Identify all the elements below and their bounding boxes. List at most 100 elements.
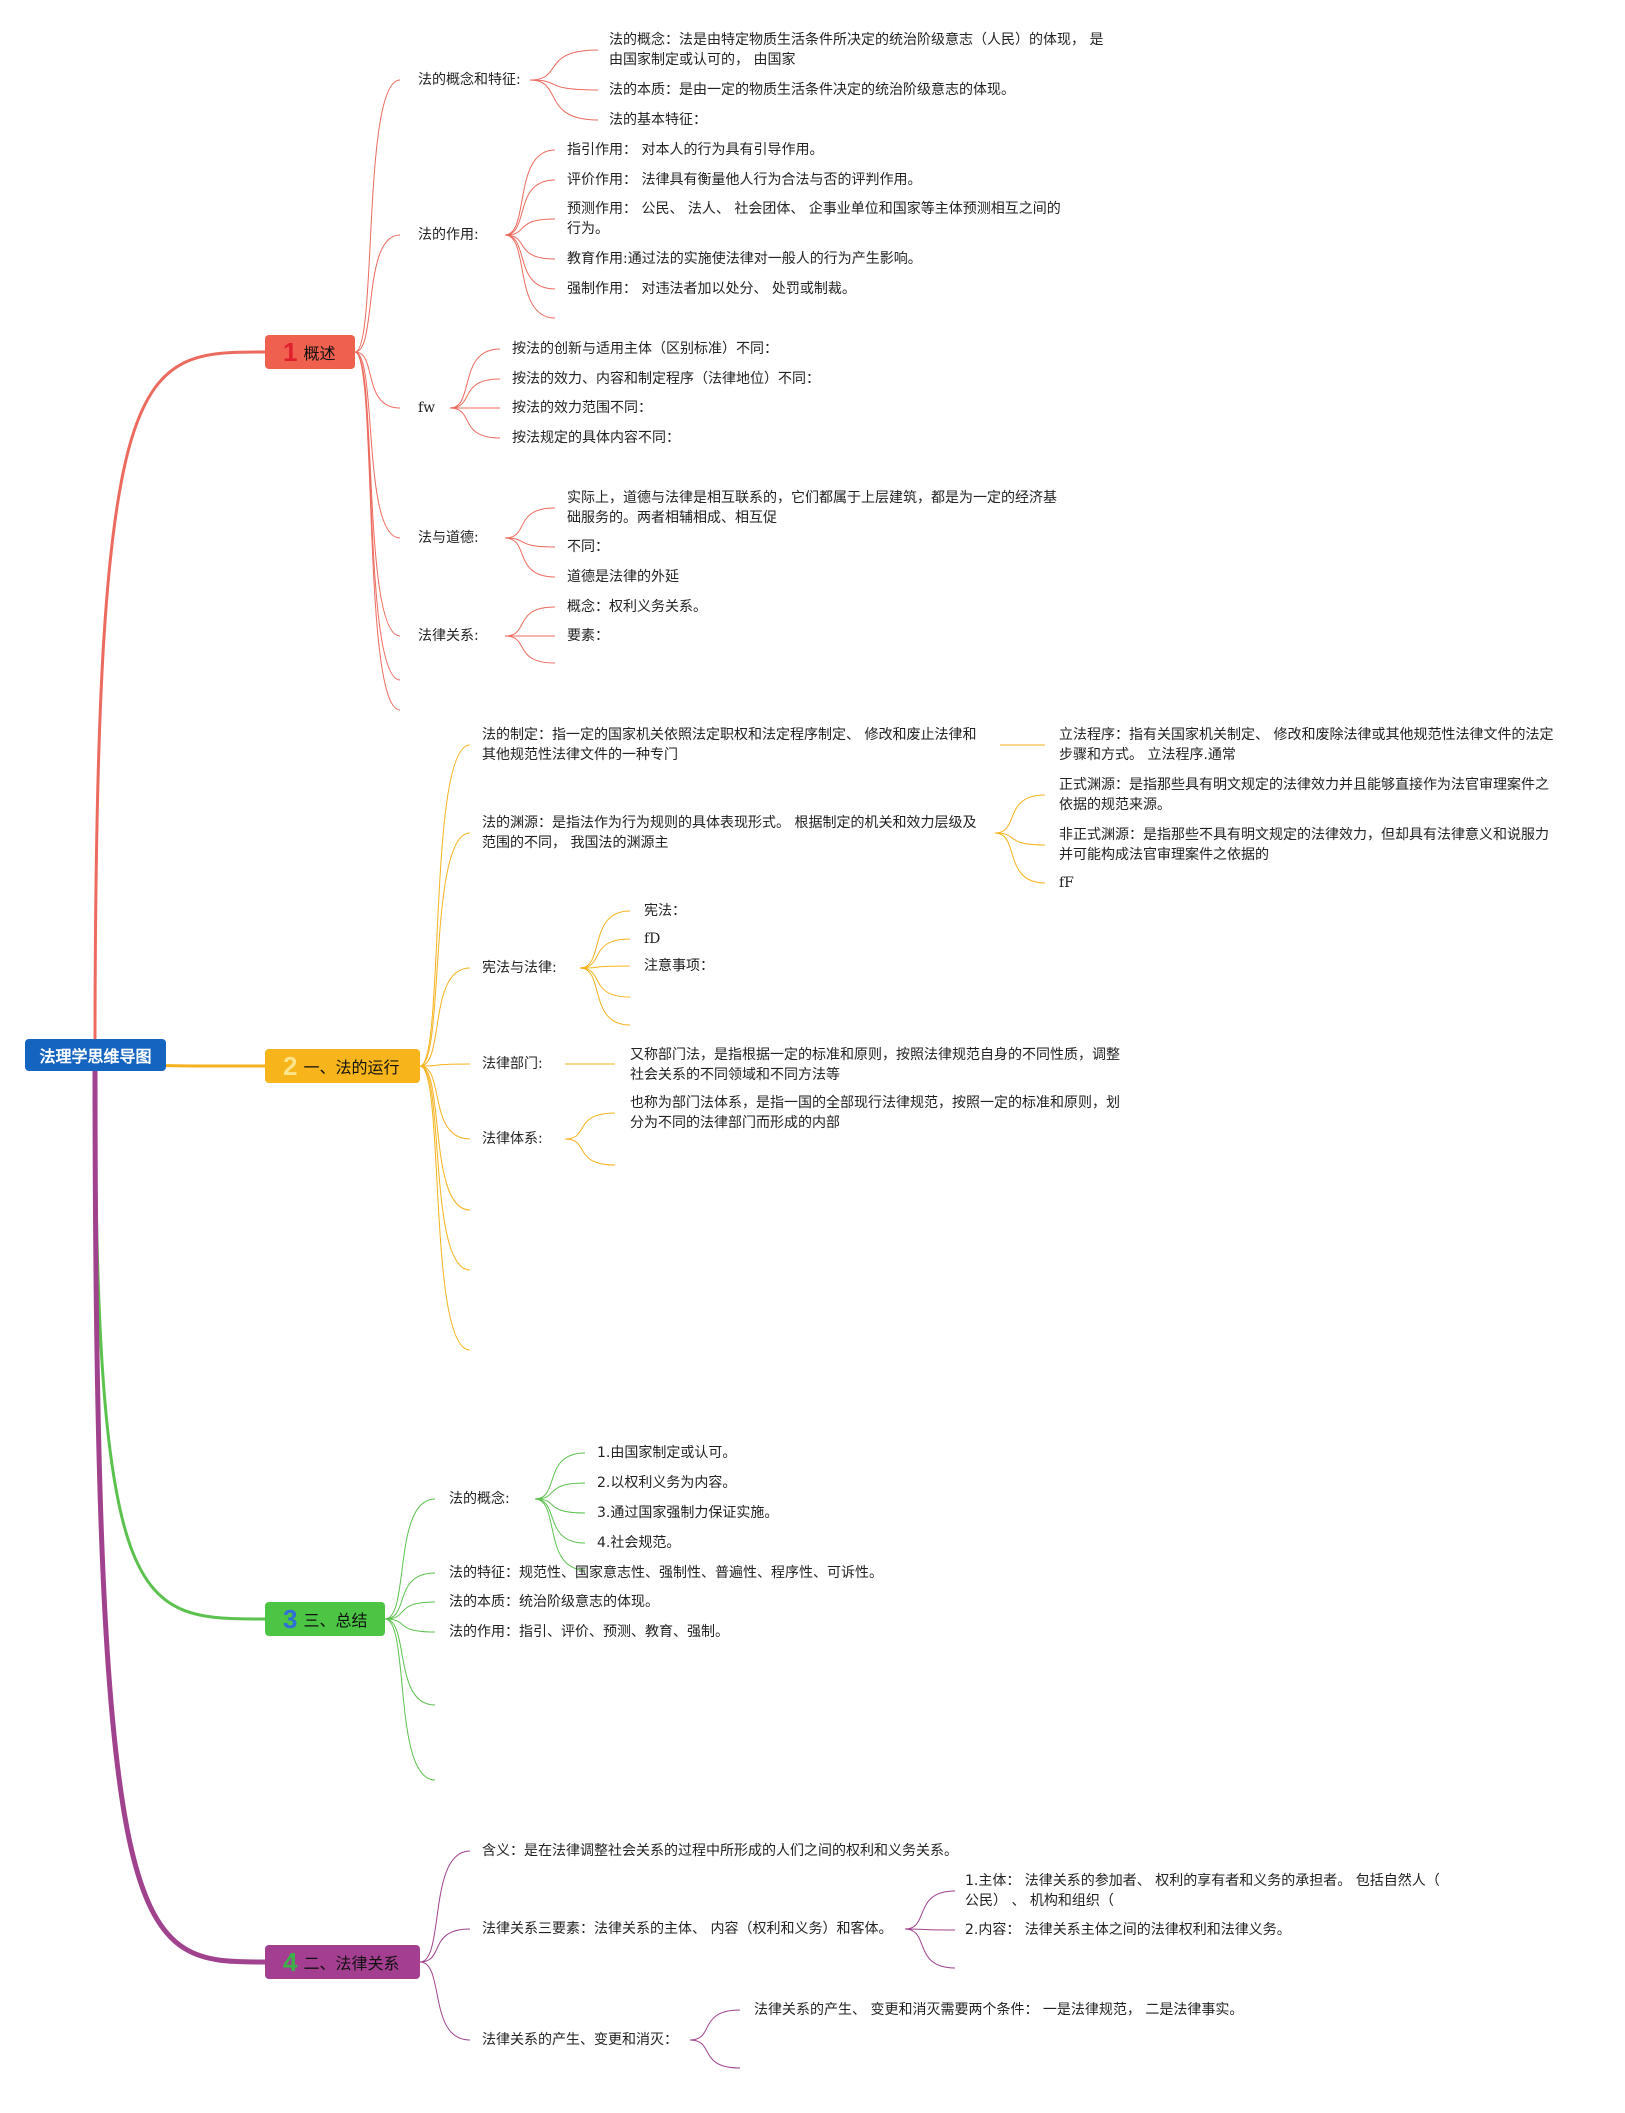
- branch-4-node[interactable]: 4 二、法律关系: [265, 1945, 420, 1979]
- leaf-text[interactable]: 2.以权利义务为内容。: [597, 1475, 737, 1491]
- branch-topic-line: [419, 1065, 471, 1271]
- leaf-text[interactable]: 1.由国家制定或认可。: [597, 1445, 737, 1461]
- topic-leaf-line: [564, 1112, 616, 1140]
- topic-features[interactable]: 法的特征：规范性、国家意志性、强制性、普遍性、程序性、可诉性。: [449, 1565, 883, 1581]
- leaf-text[interactable]: 非正式渊源：是指那些不具有明文规定的法律效力，但却具有法律意义和说服力并可能构成…: [1059, 827, 1549, 863]
- leaf-text[interactable]: 法律关系的产生、 变更和消灭需要两个条件： 一是法律规范， 二是法律事实。: [754, 2002, 1244, 2018]
- leaf-text[interactable]: 实际上，道德与法律是相互联系的，它们都属于上层建筑，都是为一定的经济基础服务的。…: [567, 490, 1057, 526]
- leaf-text[interactable]: 不同：: [567, 539, 609, 555]
- topic-law-morality[interactable]: 法与道德:: [418, 530, 479, 546]
- branch-3-node[interactable]: 3 三、总结: [265, 1602, 385, 1636]
- topic-leaf-line: [564, 1138, 616, 1166]
- topic-lawmaking[interactable]: 法的制定：指一定的国家机关依照法定职权和法定程序制定、 修改和废止法律和其他规范…: [482, 727, 977, 763]
- branch-topic-line: [384, 1618, 436, 1633]
- leaf-text[interactable]: 按法的效力、内容和制定程序（法律地位）不同：: [512, 371, 820, 387]
- topic-leaf-line: [994, 832, 1046, 884]
- root-node[interactable]: 法理学思维导图: [25, 1039, 166, 1071]
- branch-topic-line: [419, 1065, 471, 1351]
- leaf-text[interactable]: 按法的效力范围不同：: [512, 400, 652, 416]
- branch-topic-line: [419, 832, 471, 1067]
- leaf-text[interactable]: 也称为部门法体系，是指一国的全部现行法律规范，按照一定的标准和原则，划分为不同的…: [630, 1095, 1120, 1131]
- topic-leaf-line: [689, 2039, 741, 2069]
- branch-topic-line: [384, 1572, 436, 1620]
- branch-label: 一、法的运行: [303, 1058, 400, 1077]
- branch-2-node[interactable]: 2 一、法的运行: [265, 1049, 420, 1083]
- topic-leaf-line: [504, 537, 556, 548]
- leaf-text[interactable]: 按法规定的具体内容不同：: [512, 430, 680, 446]
- topic-leaf-line: [904, 1928, 956, 1931]
- topic-constitution-law[interactable]: 宪法与法律:: [482, 960, 557, 976]
- topic-fw[interactable]: fw: [418, 400, 436, 416]
- topic-leaf-line: [904, 1928, 956, 1969]
- topic-legal-relation[interactable]: 法律关系:: [418, 628, 479, 644]
- topic-leaf-line: [689, 2009, 741, 2041]
- topic-leaf-line: [534, 1482, 586, 1500]
- topic-meaning[interactable]: 含义：是在法律调整社会关系的过程中所形成的人们之间的权利和义务关系。: [482, 1843, 958, 1859]
- topic-leaf-line: [504, 507, 556, 539]
- topic-leaf-line: [579, 965, 631, 969]
- topic-functions[interactable]: 法的作用：指引、评价、预测、教育、强制。: [449, 1624, 729, 1640]
- leaf-text[interactable]: 按法的创新与适用主体（区别标准）不同：: [512, 341, 778, 357]
- topic-leaf-line: [504, 218, 556, 236]
- branch-1-node[interactable]: 1 概述: [265, 335, 355, 369]
- leaf-text[interactable]: 3.通过国家强制力保证实施。: [597, 1505, 779, 1521]
- leaf-text[interactable]: 2.内容： 法律关系主体之间的法律权利和法律义务。: [965, 1922, 1291, 1938]
- topic-three-elements[interactable]: 法律关系三要素：法律关系的主体、 内容（权利和义务）和客体。: [482, 1921, 893, 1937]
- leaf-text[interactable]: 法的概念：法是由特定物质生活条件所决定的统治阶级意志（人民）的体现， 是由国家制…: [609, 32, 1104, 68]
- leaf-text[interactable]: 法的本质：是由一定的物质生活条件决定的统治阶级意志的体现。: [609, 82, 1015, 98]
- topic-leaf-line: [534, 1498, 586, 1571]
- leaf-text[interactable]: 注意事项：: [644, 958, 714, 974]
- topic-leaf-line: [904, 1890, 956, 1930]
- leaf-text[interactable]: 正式渊源：是指那些具有明文规定的法律效力并且能够直接作为法官审理案件之依据的规范…: [1059, 777, 1549, 813]
- branch-topic-line: [419, 1928, 471, 1963]
- leaf-text[interactable]: 要素：: [567, 628, 609, 644]
- leaf-text[interactable]: 评价作用： 法律具有衡量他人行为合法与否的评判作用。: [567, 172, 922, 188]
- root-branch-line: [93, 350, 266, 1056]
- leaf-text[interactable]: 立法程序：指有关国家机关制定、 修改和废除法律或其他规范性法律文件的法定步骤和方…: [1059, 727, 1554, 763]
- topic-leaf-line: [579, 967, 631, 998]
- leaf-text[interactable]: 指引作用： 对本人的行为具有引导作用。: [567, 142, 824, 158]
- topic-leaf-line: [504, 179, 556, 236]
- branch-label: 三、总结: [303, 1611, 368, 1630]
- topic-leaf-line: [504, 234, 556, 260]
- branch-topic-line: [384, 1618, 436, 1781]
- topic-leaf-line: [529, 49, 599, 81]
- topic-legal-system[interactable]: 法律体系:: [482, 1131, 543, 1147]
- leaf-text[interactable]: 1.主体： 法律关系的参加者、 权利的享有者和义务的承担者。 包括自然人（ 公民…: [965, 1873, 1440, 1909]
- branch-topic-line: [419, 1961, 471, 2041]
- branch-topic-line: [384, 1618, 436, 1706]
- leaf-text[interactable]: 教育作用:通过法的实施使法律对一般人的行为产生影响。: [567, 251, 922, 267]
- leaf-text[interactable]: 概念：权利义务关系。: [567, 599, 707, 615]
- branch-label: 二、法律关系: [303, 1954, 400, 1973]
- topic-concept[interactable]: 法的概念:: [449, 1491, 510, 1507]
- leaf-text[interactable]: 又称部门法，是指根据一定的标准和原则，按照法律规范自身的不同性质，调整社会关系的…: [630, 1047, 1120, 1083]
- leaf-text[interactable]: fF: [1059, 875, 1074, 891]
- topic-leaf-line: [579, 967, 631, 1026]
- leaf-text[interactable]: 强制作用： 对违法者加以处分、 处罚或制裁。: [567, 281, 856, 297]
- leaf-text[interactable]: 法的基本特征：: [609, 112, 707, 128]
- leaf-text[interactable]: 道德是法律的外延: [567, 569, 679, 585]
- branch-number: 2: [283, 1050, 298, 1081]
- branch-topic-line: [419, 1063, 471, 1067]
- branch-topic-line: [419, 967, 471, 1067]
- topic-leaf-line: [579, 910, 631, 969]
- leaf-text[interactable]: 宪法：: [644, 903, 686, 919]
- topic-concept-features[interactable]: 法的概念和特征:: [418, 72, 521, 88]
- topic-leaf-line: [534, 1452, 586, 1500]
- topic-leaf-line: [449, 348, 501, 409]
- leaf-text[interactable]: 4.社会规范。: [597, 1535, 681, 1551]
- topic-creation-change[interactable]: 法律关系的产生、变更和消灭：: [482, 2032, 678, 2048]
- branch-topic-line: [384, 1601, 436, 1620]
- topic-legal-departments[interactable]: 法律部门:: [482, 1056, 543, 1072]
- branch-topic-line: [354, 351, 401, 539]
- topic-leaf-line: [534, 1498, 586, 1514]
- topic-essence[interactable]: 法的本质：统治阶级意志的体现。: [449, 1594, 659, 1610]
- topic-leaf-line: [449, 378, 501, 409]
- topic-leaf-line: [504, 234, 556, 290]
- leaf-text[interactable]: fD: [644, 931, 661, 947]
- topic-functions[interactable]: 法的作用:: [418, 227, 479, 243]
- topic-sources[interactable]: 法的渊源：是指法作为行为规则的具体表现形式。 根据制定的机关和效力层级及范围的不…: [482, 815, 977, 851]
- root-branch-line: [93, 1054, 266, 1621]
- leaf-text[interactable]: 预测作用： 公民、 法人、 社会团体、 企事业单位和国家等主体预测相互之间的行为…: [567, 201, 1061, 237]
- branch-topic-line: [419, 1065, 471, 1211]
